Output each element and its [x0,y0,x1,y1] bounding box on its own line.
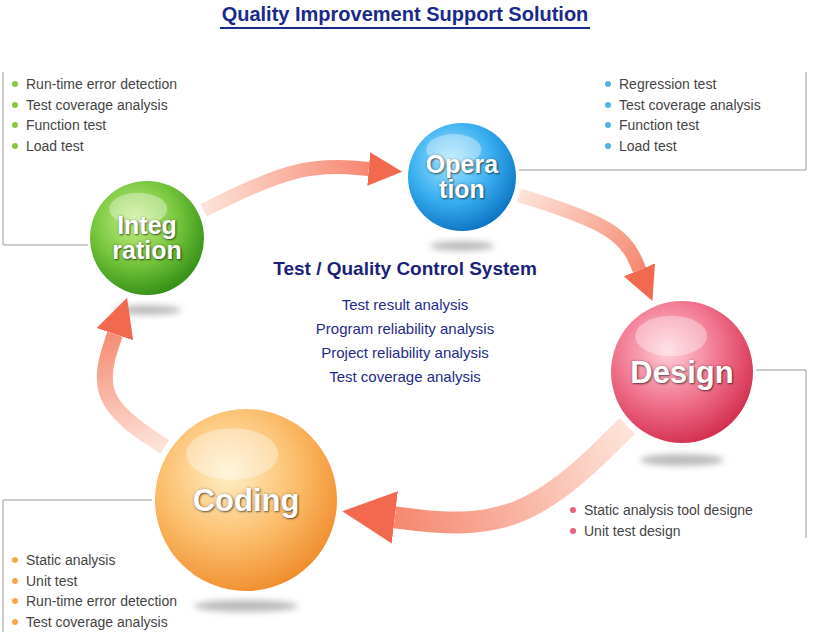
bullet-item: Regression test [603,76,716,92]
circle-shadow [430,241,494,251]
sphere-highlight [186,428,278,480]
leader-line [3,500,152,632]
circle-shadow [640,454,724,466]
process-circle: Coding [154,408,338,592]
bullet-item: Function test [10,117,106,133]
center-item: Test coverage analysis [329,368,481,386]
leader-lines [3,72,806,632]
process-circle: Opera tion [407,122,517,232]
bullet-item: Static analysis [10,552,115,568]
center-item: Project reliability analysis [321,344,489,362]
bullet-item: Unit test [10,573,77,589]
sphere [408,123,516,231]
process-circle: Design [610,300,754,444]
cycle-arrow [519,195,639,270]
circle-shadow [113,305,181,315]
leader-line [756,370,806,538]
sphere [155,409,337,591]
bullet-item: Run-time error detection [10,593,177,609]
sphere [611,301,753,443]
center-item: Test result analysis [342,296,469,314]
bullet-item: Test coverage analysis [10,97,168,113]
bullet-item: Function test [603,117,699,133]
bullet-item: Test coverage analysis [603,97,761,113]
bullet-item: Run-time error detection [10,76,177,92]
circle-shadows [113,241,724,612]
sphere-highlight [635,316,707,356]
leader-line [519,72,806,170]
center-heading: Test / Quality Control System [273,258,537,280]
process-circle: Integ ration [89,180,205,296]
circle-label: Design [630,357,733,388]
bullet-item: Static analysis tool designe [568,502,753,518]
circle-shadow [194,600,298,612]
bullet-item: Load test [603,138,677,154]
circle-label: Integ ration [112,213,181,263]
page-title: Quality Improvement Support Solution [220,3,591,29]
bullet-item: Unit test design [568,523,681,539]
bullet-item: Test coverage analysis [10,614,168,630]
circle-label: Coding [193,485,300,516]
cycle-arrow [204,167,369,210]
center-item: Program reliability analysis [316,320,494,338]
circle-label: Opera tion [426,152,498,202]
cycle-arrow [105,334,165,447]
bullet-item: Load test [10,138,84,154]
sphere [90,181,204,295]
